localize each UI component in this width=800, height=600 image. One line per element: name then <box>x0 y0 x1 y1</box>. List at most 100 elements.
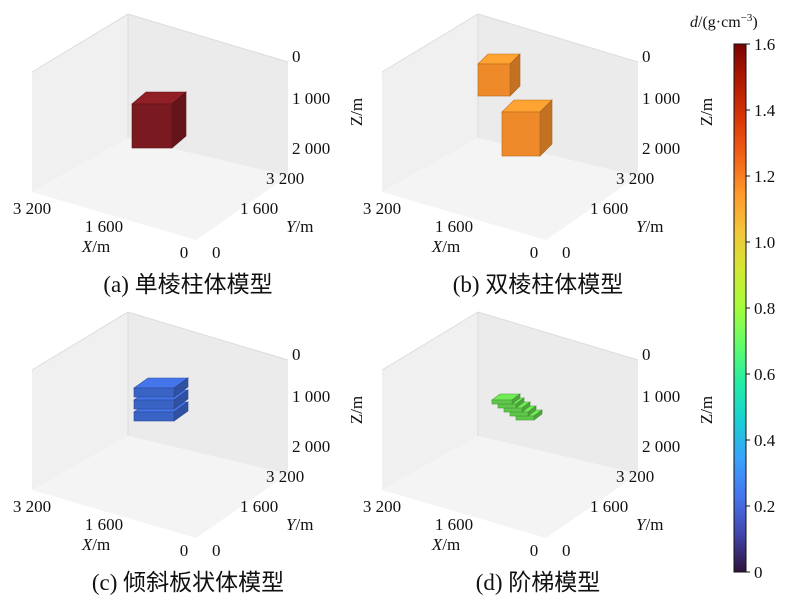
panel-caption: (b) 双棱柱体模型 <box>453 272 624 297</box>
x-axis-unit: /m <box>442 535 460 554</box>
colorbar-tick-label: 1.0 <box>754 233 775 252</box>
model-body <box>133 377 189 422</box>
x-tick-label: 0 <box>180 243 189 262</box>
left-pane <box>382 14 478 192</box>
panel-caption: (d) 阶梯模型 <box>476 570 601 595</box>
colorbar-title-var: d <box>690 14 699 31</box>
colorbar-tick-label: 0.4 <box>754 431 776 450</box>
colorbar-tick-label: 0.2 <box>754 497 775 516</box>
y-tick-label: 1 600 <box>240 199 278 218</box>
y-axis-var: Y <box>286 515 297 534</box>
y-axis-unit: /m <box>295 217 313 236</box>
model-body <box>491 393 543 421</box>
y-axis-unit: /m <box>645 515 663 534</box>
y-axis-label: Y/m <box>286 515 313 534</box>
colorbar-title-sup: −3 <box>741 12 753 24</box>
colorbar-tick-label: 1.6 <box>754 35 775 54</box>
back-pane <box>478 312 638 474</box>
x-tick-label: 1 600 <box>435 515 473 534</box>
y-axis-var: Y <box>636 515 647 534</box>
step-4-front <box>515 415 535 421</box>
z-tick-label: 0 <box>642 47 651 66</box>
z-axis-label: Z/m <box>697 396 716 424</box>
colorbar-title-close: ) <box>752 14 757 31</box>
z-tick-label: 2 000 <box>292 437 330 456</box>
colorbar-gradient <box>733 43 747 573</box>
floor-pane <box>32 138 288 240</box>
panel-caption: (a) 单棱柱体模型 <box>103 272 272 297</box>
y-axis-label: Y/m <box>286 217 313 236</box>
left-pane <box>382 312 478 490</box>
floor-pane <box>382 138 638 240</box>
left-pane <box>32 14 128 192</box>
model-body <box>131 91 187 149</box>
z-tick-label: 1 000 <box>292 89 330 108</box>
z-axis-label: Z/m <box>347 98 366 126</box>
plate-middle-front <box>133 399 175 410</box>
prism-lower-front <box>501 111 541 157</box>
x-axis-unit: /m <box>442 237 460 256</box>
prism <box>131 91 187 149</box>
z-tick-label: 2 000 <box>292 139 330 158</box>
plate-top <box>133 377 189 398</box>
colorbar-tick-label: 0.8 <box>754 299 775 318</box>
x-tick-label: 3 200 <box>13 199 51 218</box>
colorbar-title: d/(g·cm−3) <box>690 12 758 31</box>
z-tick-label: 2 000 <box>642 437 680 456</box>
step-0 <box>491 393 521 405</box>
y-tick-label: 1 600 <box>590 497 628 516</box>
prism-upper-front <box>477 63 511 97</box>
colorbar-tick-label: 1.4 <box>754 101 776 120</box>
y-tick-label: 3 200 <box>266 169 304 188</box>
colorbar: 00.20.40.60.81.01.21.41.6d/(g·cm−3) <box>690 12 776 582</box>
x-tick-label: 0 <box>530 243 539 262</box>
z-tick-label: 0 <box>292 345 301 364</box>
z-tick-label: 2 000 <box>642 139 680 158</box>
x-axis-unit: /m <box>92 535 110 554</box>
y-axis-unit: /m <box>645 217 663 236</box>
z-tick-label: 1 000 <box>642 89 680 108</box>
x-tick-label: 0 <box>530 541 539 560</box>
y-tick-label: 3 200 <box>616 169 654 188</box>
y-tick-label: 0 <box>562 541 571 560</box>
y-axis-unit: /m <box>295 515 313 534</box>
prism-upper <box>477 53 521 97</box>
y-axis-var: Y <box>286 217 297 236</box>
left-pane <box>32 312 128 490</box>
x-axis-label: X/m <box>81 535 110 554</box>
step-1-front <box>497 403 517 409</box>
x-axis-var: X <box>81 237 93 256</box>
floor-pane <box>32 436 288 538</box>
y-axis-label: Y/m <box>636 217 663 236</box>
y-tick-label: 1 600 <box>240 497 278 516</box>
y-tick-label: 3 200 <box>266 467 304 486</box>
y-tick-label: 1 600 <box>590 199 628 218</box>
prism-lower <box>501 99 553 157</box>
x-tick-label: 3 200 <box>363 497 401 516</box>
x-axis-label: X/m <box>431 535 460 554</box>
z-tick-label: 1 000 <box>292 387 330 406</box>
z-tick-label: 0 <box>292 47 301 66</box>
prism-front <box>131 103 173 149</box>
back-pane <box>128 312 288 474</box>
x-tick-label: 0 <box>180 541 189 560</box>
axes-3d <box>31 311 289 538</box>
x-tick-label: 1 600 <box>85 515 123 534</box>
y-tick-label: 0 <box>212 243 221 262</box>
panel-caption: (c) 倾斜板状体模型 <box>92 570 284 595</box>
y-tick-label: 0 <box>212 541 221 560</box>
step-3-front <box>509 411 529 417</box>
x-axis-unit: /m <box>92 237 110 256</box>
y-tick-label: 0 <box>562 243 571 262</box>
axes-3d <box>381 311 639 538</box>
x-axis-label: X/m <box>81 237 110 256</box>
axes-3d <box>31 13 289 240</box>
x-axis-var: X <box>81 535 93 554</box>
z-axis-label: Z/m <box>697 98 716 126</box>
plate-top-front <box>133 387 175 398</box>
colorbar-tick-label: 0 <box>754 563 763 582</box>
